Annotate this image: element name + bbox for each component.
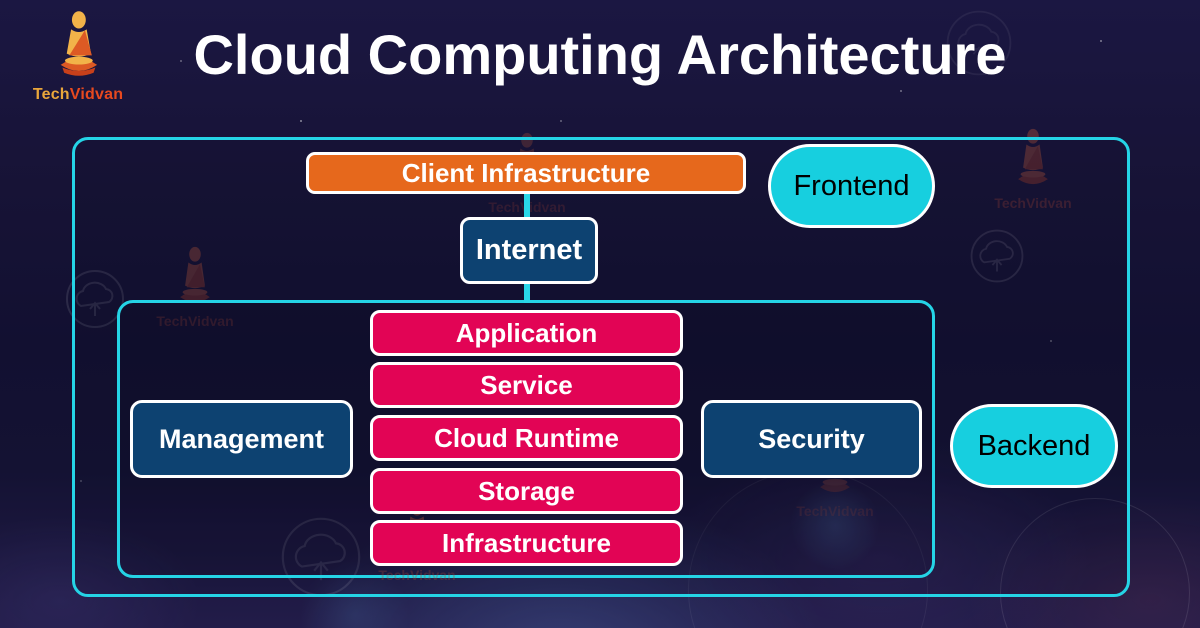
star-dots [0, 0, 2, 2]
client-infrastructure-box: Client Infrastructure [306, 152, 746, 194]
logo-text-vidvan: Vidvan [69, 86, 124, 103]
techvidvan-logo: TechVidvan [18, 6, 138, 116]
logo-text-tech: Tech [32, 86, 70, 103]
backend-label: Backend [977, 429, 1091, 462]
internet-box: Internet [460, 217, 598, 284]
layer-service-label: Service [480, 369, 573, 400]
backend-pill: Backend [950, 404, 1118, 488]
layer-infrastructure-label: Infrastructure [441, 527, 612, 558]
layer-storage: Storage [370, 468, 683, 514]
management-box: Management [130, 400, 353, 478]
layer-cloud-runtime: Cloud Runtime [370, 415, 683, 461]
layer-application-label: Application [455, 317, 598, 348]
logo-text: TechVidvan [18, 86, 138, 104]
layer-cloud-runtime-label: Cloud Runtime [434, 422, 619, 453]
layer-storage-label: Storage [478, 475, 575, 506]
security-label: Security [758, 423, 865, 454]
frontend-pill: Frontend [768, 144, 935, 228]
security-box: Security [701, 400, 922, 478]
client-infrastructure-label: Client Infrastructure [401, 157, 651, 188]
page-title: Cloud Computing Architecture [193, 23, 1007, 86]
layer-service: Service [370, 362, 683, 408]
layer-application: Application [370, 310, 683, 356]
layer-infrastructure: Infrastructure [370, 520, 683, 566]
meditating-figure-logo-icon [60, 11, 98, 76]
management-label: Management [158, 423, 325, 454]
frontend-label: Frontend [793, 169, 910, 202]
internet-label: Internet [475, 234, 583, 266]
